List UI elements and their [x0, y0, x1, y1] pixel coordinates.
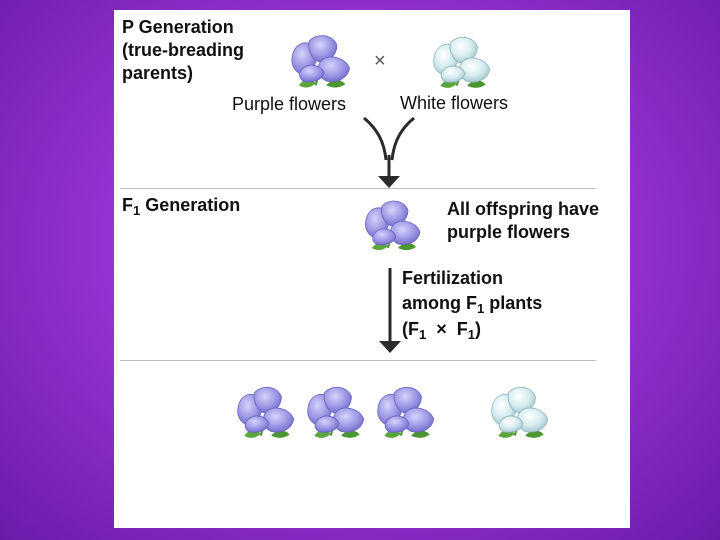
fertilization-note: Fertilization among F1 plants (F1 × F1): [402, 266, 542, 343]
purple-flower-icon: [370, 382, 442, 444]
fertilization-line3: (F1 × F1): [402, 317, 542, 343]
divider-f1-f2: [120, 360, 596, 361]
fertilization-line3-subscript2: 1: [467, 327, 475, 342]
purple-flower-icon: [358, 196, 428, 256]
white-flowers-label: White flowers: [400, 93, 509, 113]
p-generation-label: P Generation (true-breading parents): [122, 16, 244, 85]
down-arrow-icon: [378, 176, 400, 188]
fertilization-line3-subscript1: 1: [419, 327, 427, 342]
fertilization-line2-prefix: among F: [402, 293, 477, 313]
f1-label-subscript: 1: [133, 203, 141, 218]
fertilization-line2-subscript: 1: [477, 301, 485, 316]
purple-flower-icon: [230, 382, 302, 444]
f1-result-line1: All offspring have: [447, 199, 600, 219]
p-generation-line2: (true-breading: [122, 40, 245, 60]
fertilization-line2-suffix: plants: [484, 293, 543, 313]
merge-arrow-left: [363, 116, 388, 161]
fertilization-line3-open: (F: [402, 319, 419, 339]
merge-arrow-right: [390, 116, 415, 161]
p-generation-line3: parents): [122, 63, 194, 83]
diagram-connectors: [363, 116, 415, 353]
f1-label-prefix: F: [122, 195, 133, 215]
purple-flowers-label: Purple flowers: [232, 94, 347, 114]
diagram-panel: P Generation (true-breading parents) × P…: [114, 10, 630, 528]
f1-result-line2: purple flowers: [447, 222, 571, 242]
fertilization-line3-close: ): [474, 319, 481, 339]
p-generation-line1: P Generation: [122, 17, 234, 37]
white-flower-icon: [484, 382, 556, 444]
f1-label-suffix: Generation: [140, 195, 241, 215]
divider-p-f1: [120, 188, 596, 189]
f1-generation-label: F1 Generation: [122, 194, 240, 218]
down-arrow-icon: [379, 341, 401, 353]
fertilization-line1: Fertilization: [402, 268, 504, 288]
fertilization-line3-cross: × F: [426, 319, 468, 339]
fertilization-line2: among F1 plants: [402, 291, 542, 317]
f1-result-text: All offspring have purple flowers: [447, 198, 599, 244]
cross-symbol: ×: [374, 50, 386, 72]
purple-flower-icon: [300, 382, 372, 444]
